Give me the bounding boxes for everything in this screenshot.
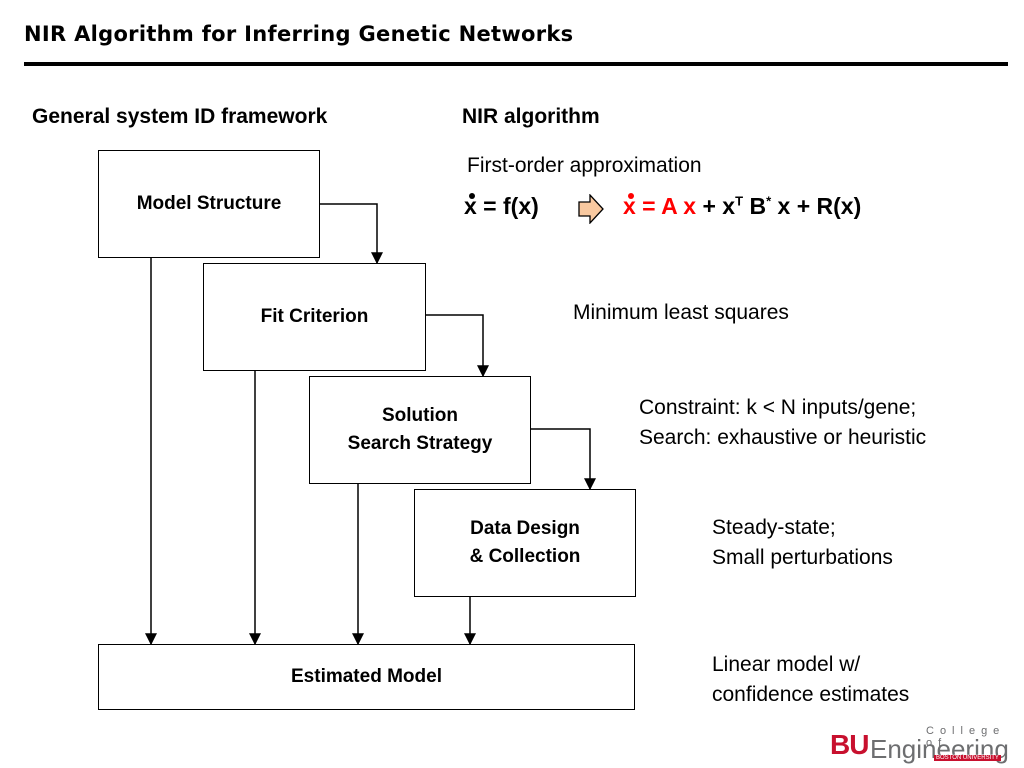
steady-state-note: Steady-state; (712, 516, 836, 539)
data-design-box: Data Design & Collection (414, 489, 636, 597)
rhs-equation: x = A x + xT B* x + R(x) (623, 193, 861, 220)
solution-label-line2: Search Strategy (347, 433, 493, 454)
title-rule (24, 62, 1008, 66)
rhs-red-part: x = A x (623, 193, 697, 219)
implies-arrow-icon (578, 194, 604, 224)
data-label-line1: Data Design (470, 518, 580, 539)
confidence-note: confidence estimates (712, 683, 910, 706)
slide-title: NIR Algorithm for Inferring Genetic Netw… (24, 22, 574, 46)
fit-criterion-box: Fit Criterion (203, 263, 426, 371)
x-dot-icon (469, 193, 475, 199)
x-dot-red-icon (628, 193, 634, 199)
arrow-fit-to-solution (426, 314, 489, 378)
linear-model-note: Linear model w/ (712, 653, 861, 676)
perturbations-note: Small perturbations (712, 546, 893, 569)
arrow-solution-to-data (531, 428, 596, 491)
rhs-b: B (743, 193, 767, 219)
rhs-tail: x + R(x) (771, 193, 862, 219)
lhs-equation: x = f(x) (464, 193, 539, 220)
logo-college: College of (926, 725, 1006, 749)
nir-heading: NIR algorithm (462, 105, 600, 128)
lhs-rest: = f(x) (476, 193, 539, 219)
first-order-note: First-order approximation (467, 154, 702, 177)
bu-engineering-logo: BU Engineering College of BOSTON UNIVERS… (830, 725, 1016, 764)
fit-criterion-label: Fit Criterion (260, 306, 369, 327)
transpose-sup: T (735, 193, 744, 209)
arrow-model-to-fit (320, 203, 383, 265)
least-squares-note: Minimum least squares (573, 301, 789, 324)
estimated-model-label: Estimated Model (291, 666, 442, 687)
lhs-x: x (464, 193, 477, 219)
model-structure-box: Model Structure (98, 150, 320, 258)
star-sup: * (766, 193, 772, 209)
rhs-plus: + x (696, 193, 736, 219)
logo-bu: BU (830, 729, 869, 760)
solution-search-box: Solution Search Strategy (309, 376, 531, 484)
logo-university: BOSTON UNIVERSITY (934, 755, 1001, 761)
model-structure-label: Model Structure (136, 193, 282, 214)
estimated-model-box: Estimated Model (98, 644, 635, 710)
search-note: Search: exhaustive or heuristic (639, 426, 927, 449)
constraint-note: Constraint: k < N inputs/gene; (639, 396, 917, 419)
solution-label-line1: Solution (382, 405, 458, 426)
framework-heading: General system ID framework (32, 105, 328, 128)
data-label-line2: & Collection (469, 546, 581, 567)
